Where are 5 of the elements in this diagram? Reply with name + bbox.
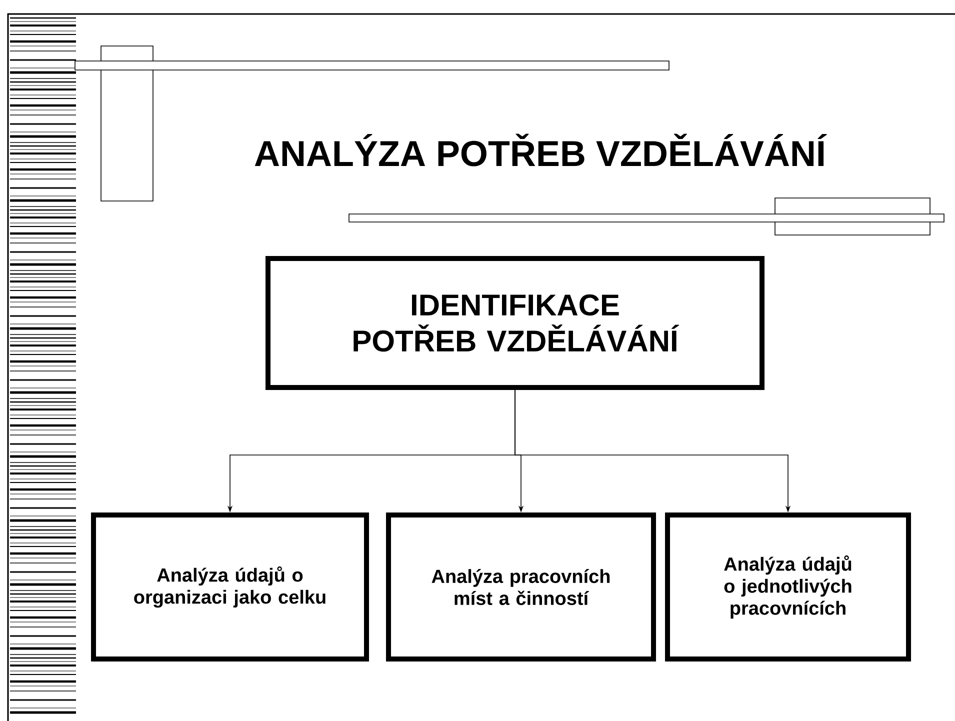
process-box: Analýza údajů o organizaci jako celku (91, 512, 369, 662)
title: ANALÝZA POTŘEB VZDĚLÁVÁNÍ (254, 134, 827, 166)
heading-box: IDENTIFIKACE POTŘEB VZDĚLÁVÁNÍ (266, 256, 764, 390)
process-box: Analýza pracovních míst a činností (386, 512, 656, 662)
process-box: Analýza údajů o jednotlivých pracovnících (665, 512, 911, 662)
